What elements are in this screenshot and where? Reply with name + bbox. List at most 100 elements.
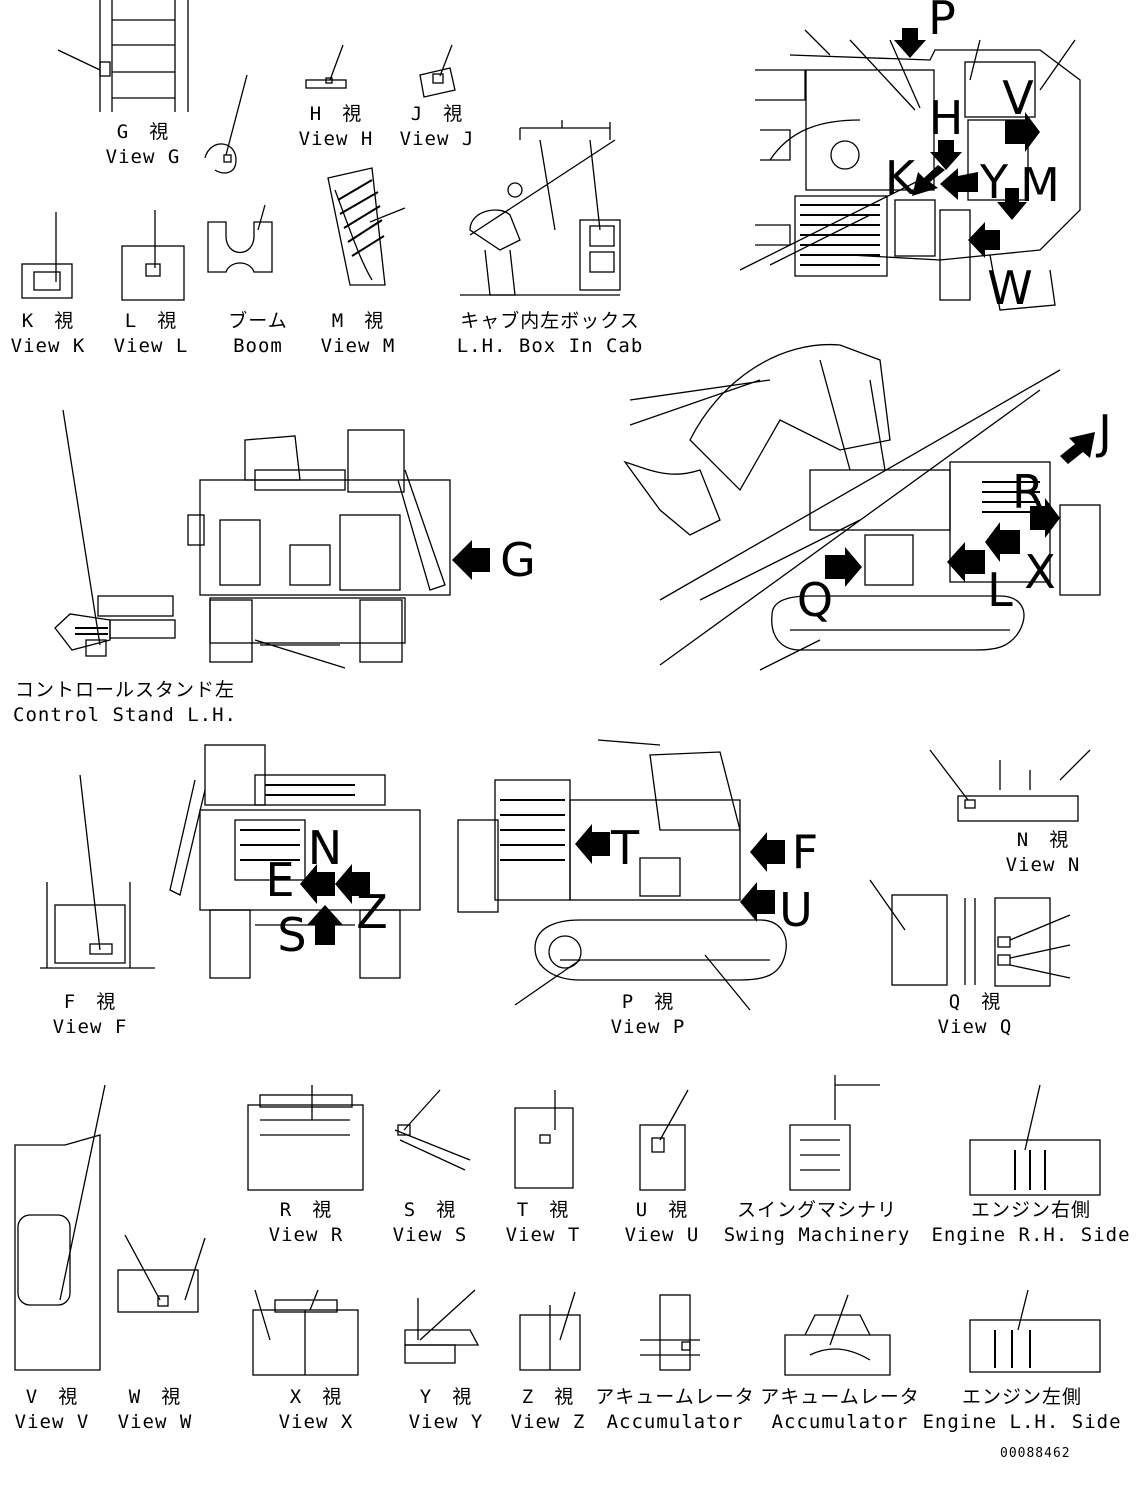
arrow-j [1060,432,1095,464]
swing-machinery-drawing [789,1075,880,1191]
marker-u: U [779,883,813,937]
view-n-drawing [929,749,1091,822]
arrow-l [947,542,985,582]
engine-lh-side-drawing [969,1289,1101,1373]
rear-view-arrows [300,864,370,945]
arrow-n [335,864,370,904]
view-s-drawing [394,1089,471,1171]
view-u-drawing [639,1089,689,1191]
view-j-drawing [419,44,456,98]
marker-h: H [928,91,964,145]
view-g-drawing [57,0,189,112]
top-view-arrows [894,28,1040,258]
arrow-w [968,222,1000,258]
view-v-drawing [14,1084,106,1371]
boom-drawing [207,204,273,273]
accumulator-1-drawing [640,1294,700,1371]
marker-z: Z [356,885,388,939]
marker-w: W [987,261,1033,315]
machine-top-view [739,29,1081,311]
marker-s: S [277,908,307,962]
side-view-arrows [825,432,1095,587]
arrow-m [997,188,1027,220]
view-x-drawing [252,1289,359,1376]
view-t-drawing [514,1090,574,1189]
view-k-drawing [21,212,73,299]
view-f-drawing [40,774,155,969]
document-number: 00088462 [1000,1446,1071,1461]
arrow-x [985,522,1020,562]
arrow-r [1030,498,1060,538]
arrow-e [300,864,335,904]
marker-k: K [884,151,916,205]
machine-rear-view [169,744,421,979]
arrow-t [575,824,610,864]
arrow-k [912,165,945,196]
view-w-drawing [117,1234,206,1313]
marker-j: J [1098,405,1112,459]
arrow-y [940,168,978,200]
marker-q: Q [796,573,834,627]
marker-n: N [307,821,343,875]
arrow-h [930,140,962,170]
arrow-f [750,832,785,872]
arrow-v [1005,112,1040,152]
view-y-drawing [404,1289,480,1364]
control-stand-drawing [54,409,176,657]
marker-f: F [791,825,819,879]
marker-x: X [1024,545,1056,599]
marker-g: G [500,533,536,587]
machine-side-view-p [457,739,787,1011]
machine-front-view-upper [187,429,451,669]
marker-t: T [610,821,640,875]
arrow-q [825,547,862,587]
arrow-p [894,28,926,58]
view-q-drawing [869,879,1071,987]
view-r-drawing [247,1085,364,1191]
marker-y: Y [979,155,1009,209]
p-view-arrows [575,824,785,922]
view-h-drawing [305,44,347,89]
lh-box-in-cab-drawing [460,120,621,296]
accumulator-2-drawing [784,1294,891,1376]
marker-r: R [1012,465,1044,519]
marker-p: P [928,0,956,45]
arrow-u [740,882,775,922]
marker-m: M [1020,158,1060,212]
machine-side-view-boom [623,343,1101,671]
view-m-drawing [327,167,406,286]
arrow-s [307,905,343,945]
marker-v: V [1002,71,1034,125]
view-z-drawing [519,1291,581,1371]
hook-drawing [204,74,248,174]
view-l-drawing [121,210,185,301]
marker-e: E [265,853,295,907]
